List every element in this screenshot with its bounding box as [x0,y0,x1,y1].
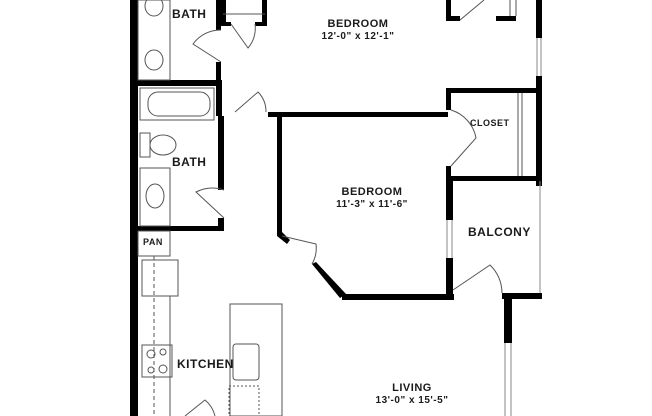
room-label-pantry: PAN [143,237,163,247]
room-label-bath1: BATH [172,7,207,22]
room-name: BEDROOM [327,18,389,30]
room-name: PAN [143,237,163,247]
room-name: BEDROOM [341,186,403,198]
room-name: KITCHEN [177,357,234,371]
walls [130,0,542,416]
room-label-living: LIVING 13'-0" x 15'-5" [374,382,450,406]
room-name: BATH [172,155,207,169]
room-name: CLOSET [470,118,510,128]
room-label-closet: CLOSET [470,118,510,128]
room-label-bath2: BATH [172,155,207,170]
room-dimensions: 12'-0" x 12'-1" [321,30,395,42]
room-label-bedroom1: BEDROOM 12'-0" x 12'-1" [296,18,420,42]
room-label-balcony: BALCONY [468,225,531,240]
room-name: BALCONY [468,225,531,239]
room-name: BATH [172,7,207,21]
room-label-kitchen: KITCHEN [177,357,234,372]
room-dimensions: 13'-0" x 15'-5" [375,394,449,406]
room-label-bedroom2: BEDROOM 11'-3" x 11'-6" [330,186,414,210]
fixtures [137,0,542,416]
room-dimensions: 11'-3" x 11'-6" [336,198,408,210]
room-name: LIVING [392,382,432,394]
